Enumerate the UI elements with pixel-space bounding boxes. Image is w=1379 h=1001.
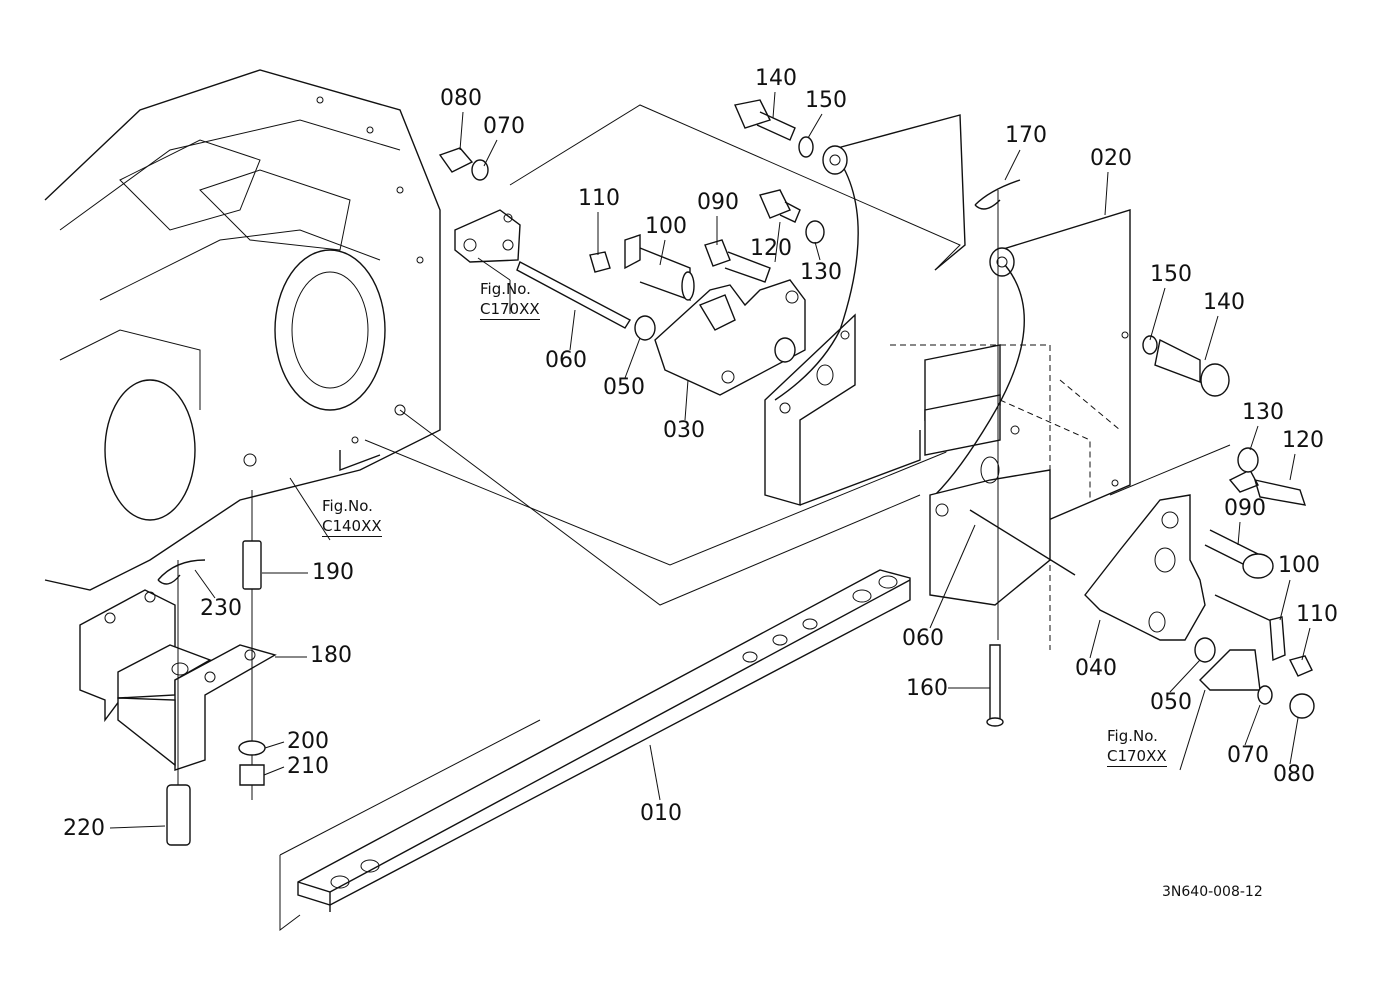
- bracket-030: [654, 279, 806, 396]
- callout-110: 110: [578, 186, 620, 211]
- assembly-guide-line: [509, 104, 961, 271]
- callout-070: 070: [1227, 743, 1269, 768]
- callout-060: 060: [902, 626, 944, 651]
- callout-150: 150: [805, 88, 847, 113]
- drawbar-010: [279, 569, 911, 931]
- transmission-case: [44, 69, 441, 591]
- assembly-guide-line: [364, 429, 1001, 566]
- bracket-040: [969, 335, 1315, 719]
- callout-140: 140: [1203, 290, 1245, 315]
- callout-180: 180: [310, 643, 352, 668]
- callout-130: 130: [1242, 400, 1284, 425]
- callout-140: 140: [755, 66, 797, 91]
- callout-210: 210: [287, 754, 329, 779]
- callout-150: 150: [1150, 262, 1192, 287]
- callout-090: 090: [1224, 496, 1266, 521]
- callout-080: 080: [1273, 762, 1315, 787]
- callout-020: 020: [1090, 146, 1132, 171]
- hardware-left: [438, 99, 825, 341]
- callout-050: 050: [603, 375, 645, 400]
- callout-100: 100: [645, 214, 687, 239]
- callout-120: 120: [750, 236, 792, 261]
- plate-left: [764, 114, 966, 506]
- drawing-code: 3N640-008-12: [1162, 884, 1263, 900]
- callout-100: 100: [1278, 553, 1320, 578]
- hitch-bracket-180: [79, 490, 277, 846]
- callout-220: 220: [63, 816, 105, 841]
- figure-ref-c170xx-left: Fig.No. C170XX: [480, 280, 540, 320]
- callout-200: 200: [287, 729, 329, 754]
- callout-060: 060: [545, 348, 587, 373]
- callout-070: 070: [483, 114, 525, 139]
- figure-ref-c140xx: Fig.No. C140XX: [322, 497, 382, 537]
- callout-050: 050: [1150, 690, 1192, 715]
- callout-190: 190: [312, 560, 354, 585]
- plate-right-020: [890, 190, 1131, 650]
- callout-090: 090: [697, 190, 739, 215]
- assembly-guide-line: [399, 409, 921, 606]
- pin-160: [974, 179, 1021, 727]
- callout-230: 230: [200, 596, 242, 621]
- callout-040: 040: [1075, 656, 1117, 681]
- figure-ref-c170xx-right: Fig.No. C170XX: [1107, 727, 1167, 767]
- callout-110: 110: [1296, 602, 1338, 627]
- callout-010: 010: [640, 801, 682, 826]
- callout-130: 130: [800, 260, 842, 285]
- callout-160: 160: [906, 676, 948, 701]
- callout-120: 120: [1282, 428, 1324, 453]
- callout-080: 080: [440, 86, 482, 111]
- callout-170: 170: [1005, 123, 1047, 148]
- callout-030: 030: [663, 418, 705, 443]
